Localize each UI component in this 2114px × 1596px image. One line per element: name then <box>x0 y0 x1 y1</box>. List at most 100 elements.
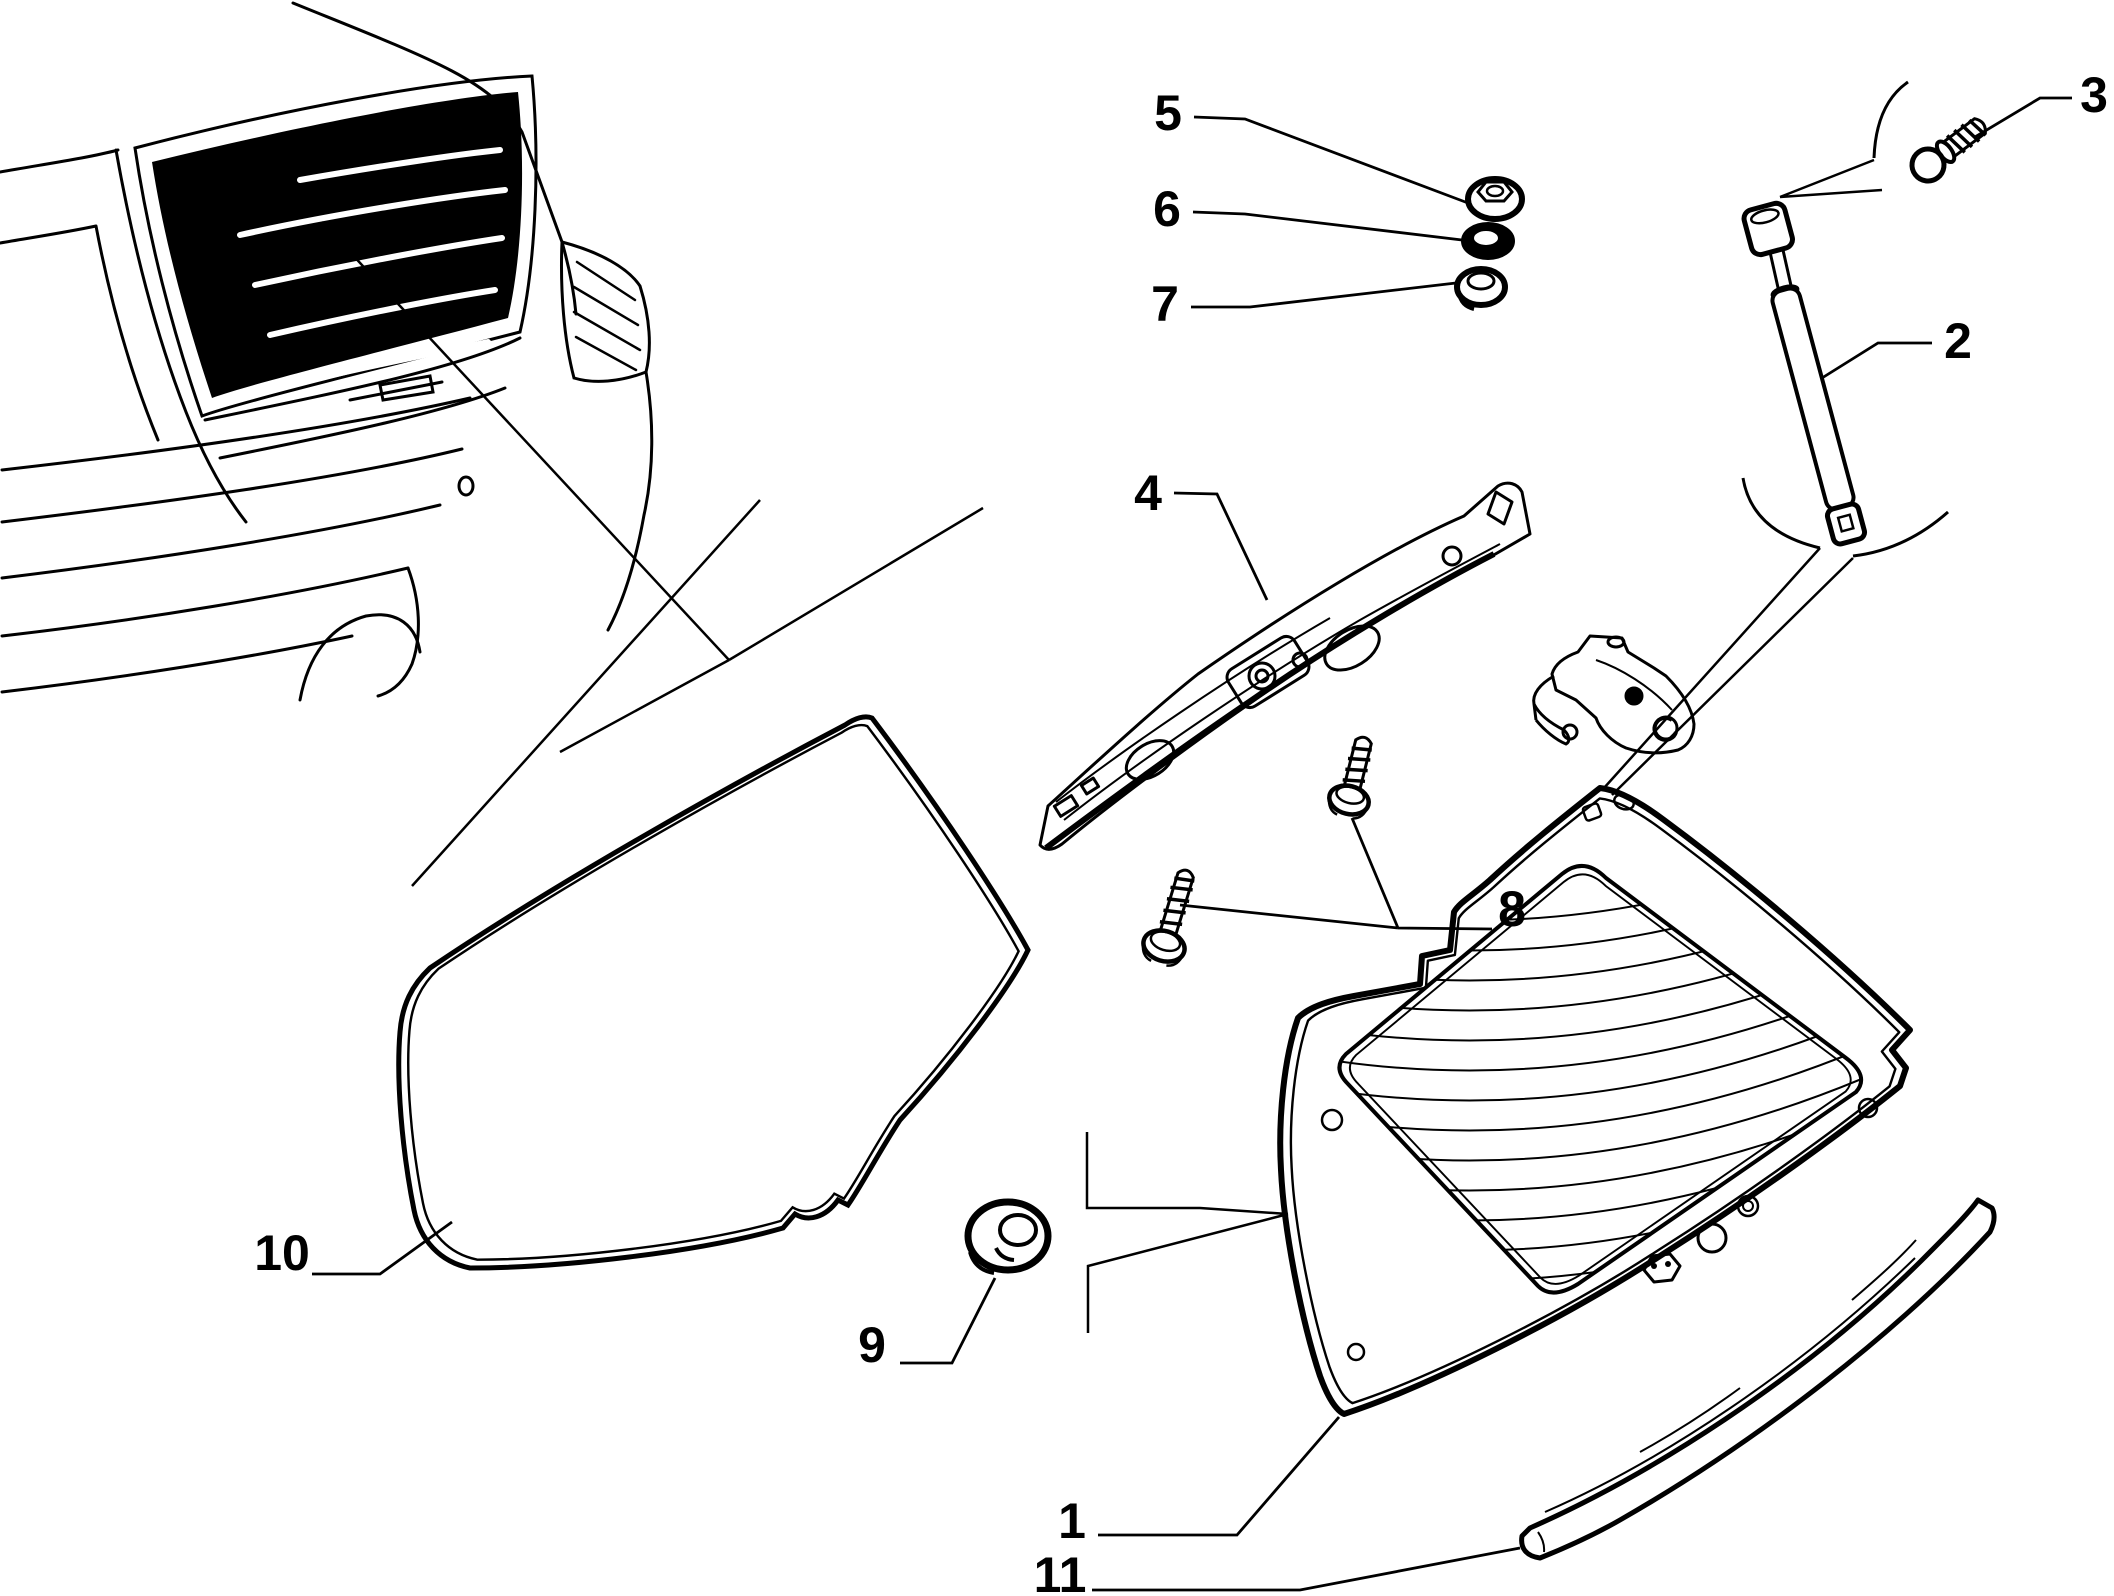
callout-1-bracket <box>1085 1132 1289 1333</box>
bushing-bore <box>998 1213 1038 1247</box>
wiper-hole <box>1696 1222 1728 1254</box>
magnifier-arc-bottom-left <box>1741 477 1821 550</box>
gate-hole-top-square <box>1581 802 1603 822</box>
callout-5: 5 <box>1154 85 1182 141</box>
tail-lamp-hatching <box>572 260 642 372</box>
bushing <box>964 1198 1052 1275</box>
rear-window-frame <box>133 74 538 418</box>
leader-5 <box>1193 115 1469 205</box>
callout-3: 3 <box>2080 67 2108 123</box>
latch-hex-dot-2 <box>1665 1261 1671 1267</box>
panel-latch-pin <box>1254 668 1270 684</box>
callout-8: 8 <box>1498 881 1526 937</box>
lower-trim-strip <box>1519 1197 1997 1561</box>
bolt-b-shank <box>1342 735 1373 791</box>
context-line-a <box>321 221 730 661</box>
hinge-bolt-right <box>1327 735 1373 820</box>
car-left-pillar <box>0 148 248 524</box>
callout-11: 11 <box>1034 1547 1087 1596</box>
panel-oval-hole-2 <box>1124 739 1176 781</box>
panel-slot-2 <box>1079 776 1101 796</box>
tailgate <box>1277 785 1913 1417</box>
leader-10 <box>312 1220 453 1276</box>
hinge-bracket <box>1532 634 1696 755</box>
context-line-b <box>728 506 984 662</box>
callout-6: 6 <box>1153 181 1181 237</box>
panel-outline <box>1038 481 1532 851</box>
washer-inner <box>1472 229 1500 247</box>
panel-latch-ring <box>1247 661 1277 691</box>
strip-fold-line <box>1537 1257 1916 1553</box>
context-line-d <box>411 499 761 887</box>
callout-10: 10 <box>254 1225 310 1281</box>
callout-1: 1 <box>1058 1493 1086 1549</box>
screw-collar <box>1934 139 1957 165</box>
hinge-crease <box>1595 659 1673 711</box>
ball-stud-screw <box>1603 80 1987 796</box>
exhaust-detail <box>457 475 475 497</box>
grommet-face <box>1466 271 1496 291</box>
hinge-bolt-dot <box>1624 686 1644 706</box>
leader-3 <box>1974 96 2072 139</box>
strut-bottom-socket <box>1836 513 1855 533</box>
callout-7: 7 <box>1151 276 1179 332</box>
bolt-b-flange <box>1335 785 1366 805</box>
window-reflection-streaks <box>237 147 508 388</box>
gate-hole-right <box>1857 1097 1879 1119</box>
bumper-corner <box>376 566 420 698</box>
leader-2 <box>1821 341 1932 380</box>
panel-latch-detail <box>1225 634 1311 710</box>
panel-hole-1 <box>1441 545 1463 567</box>
leader-4 <box>1173 491 1269 601</box>
callout-2: 2 <box>1944 313 1972 369</box>
callout-9: 9 <box>858 1317 886 1373</box>
lock-ring-inner <box>1742 1200 1754 1212</box>
strut-top-face <box>1750 208 1780 225</box>
screw-ball-head <box>1909 146 1947 184</box>
latch-hex-dot-1 <box>1651 1263 1657 1269</box>
grommet-skirt <box>1457 292 1475 311</box>
magnifier-link-lines-top <box>1779 158 1883 199</box>
leader-lines <box>312 96 2072 1592</box>
glass-outer-edge <box>1337 864 1864 1295</box>
hinge-body <box>1550 634 1696 755</box>
gas-strut <box>1741 200 1868 547</box>
bolt-a-threads <box>1159 876 1195 927</box>
wheel-arch <box>298 613 422 702</box>
leader-11 <box>1092 1546 1521 1592</box>
tailgate-inner-line <box>1289 797 1901 1405</box>
bumper-lines <box>0 396 472 694</box>
crossmember-panel <box>1038 481 1532 851</box>
seal-inner <box>407 723 1020 1261</box>
glass-inner-edge <box>1348 873 1852 1285</box>
strut-rod <box>1768 249 1794 293</box>
gate-hole-top-oval <box>1613 793 1635 811</box>
weatherstrip-seal <box>396 714 1031 1271</box>
context-line-c <box>559 658 730 754</box>
rear-window-glass <box>152 92 523 398</box>
tailgate-panel-lines <box>203 336 522 460</box>
strip-outline <box>1519 1197 1997 1561</box>
bushing-side <box>968 1247 1015 1275</box>
bolt-a-shank <box>1159 868 1195 936</box>
callout-labels: 1 2 3 4 5 6 7 8 9 10 11 <box>254 67 2108 1596</box>
magnifier-arc-top <box>1872 80 1909 159</box>
bolt-b-threads <box>1342 746 1372 784</box>
car-roofline <box>291 1 578 316</box>
window-context-lines <box>321 221 984 887</box>
hinge-hole-small <box>1561 723 1579 741</box>
gate-hole-left <box>1320 1108 1344 1132</box>
tailgate-outline <box>1277 785 1913 1417</box>
lock-ring-outer <box>1736 1194 1760 1218</box>
bolt-b-head-side <box>1327 796 1370 820</box>
car-body-right-edge <box>606 370 654 632</box>
magnifier-arc-bottom-right <box>1852 510 1949 558</box>
fastener-stack <box>1454 176 1525 311</box>
panel-end-tab <box>1486 490 1514 526</box>
seal-outer <box>396 714 1031 1271</box>
panel-oval-hole-1 <box>1323 624 1381 672</box>
strip-accents <box>1639 1239 1917 1453</box>
panel-inner-line-2 <box>1055 617 1331 803</box>
license-handle <box>348 374 444 402</box>
